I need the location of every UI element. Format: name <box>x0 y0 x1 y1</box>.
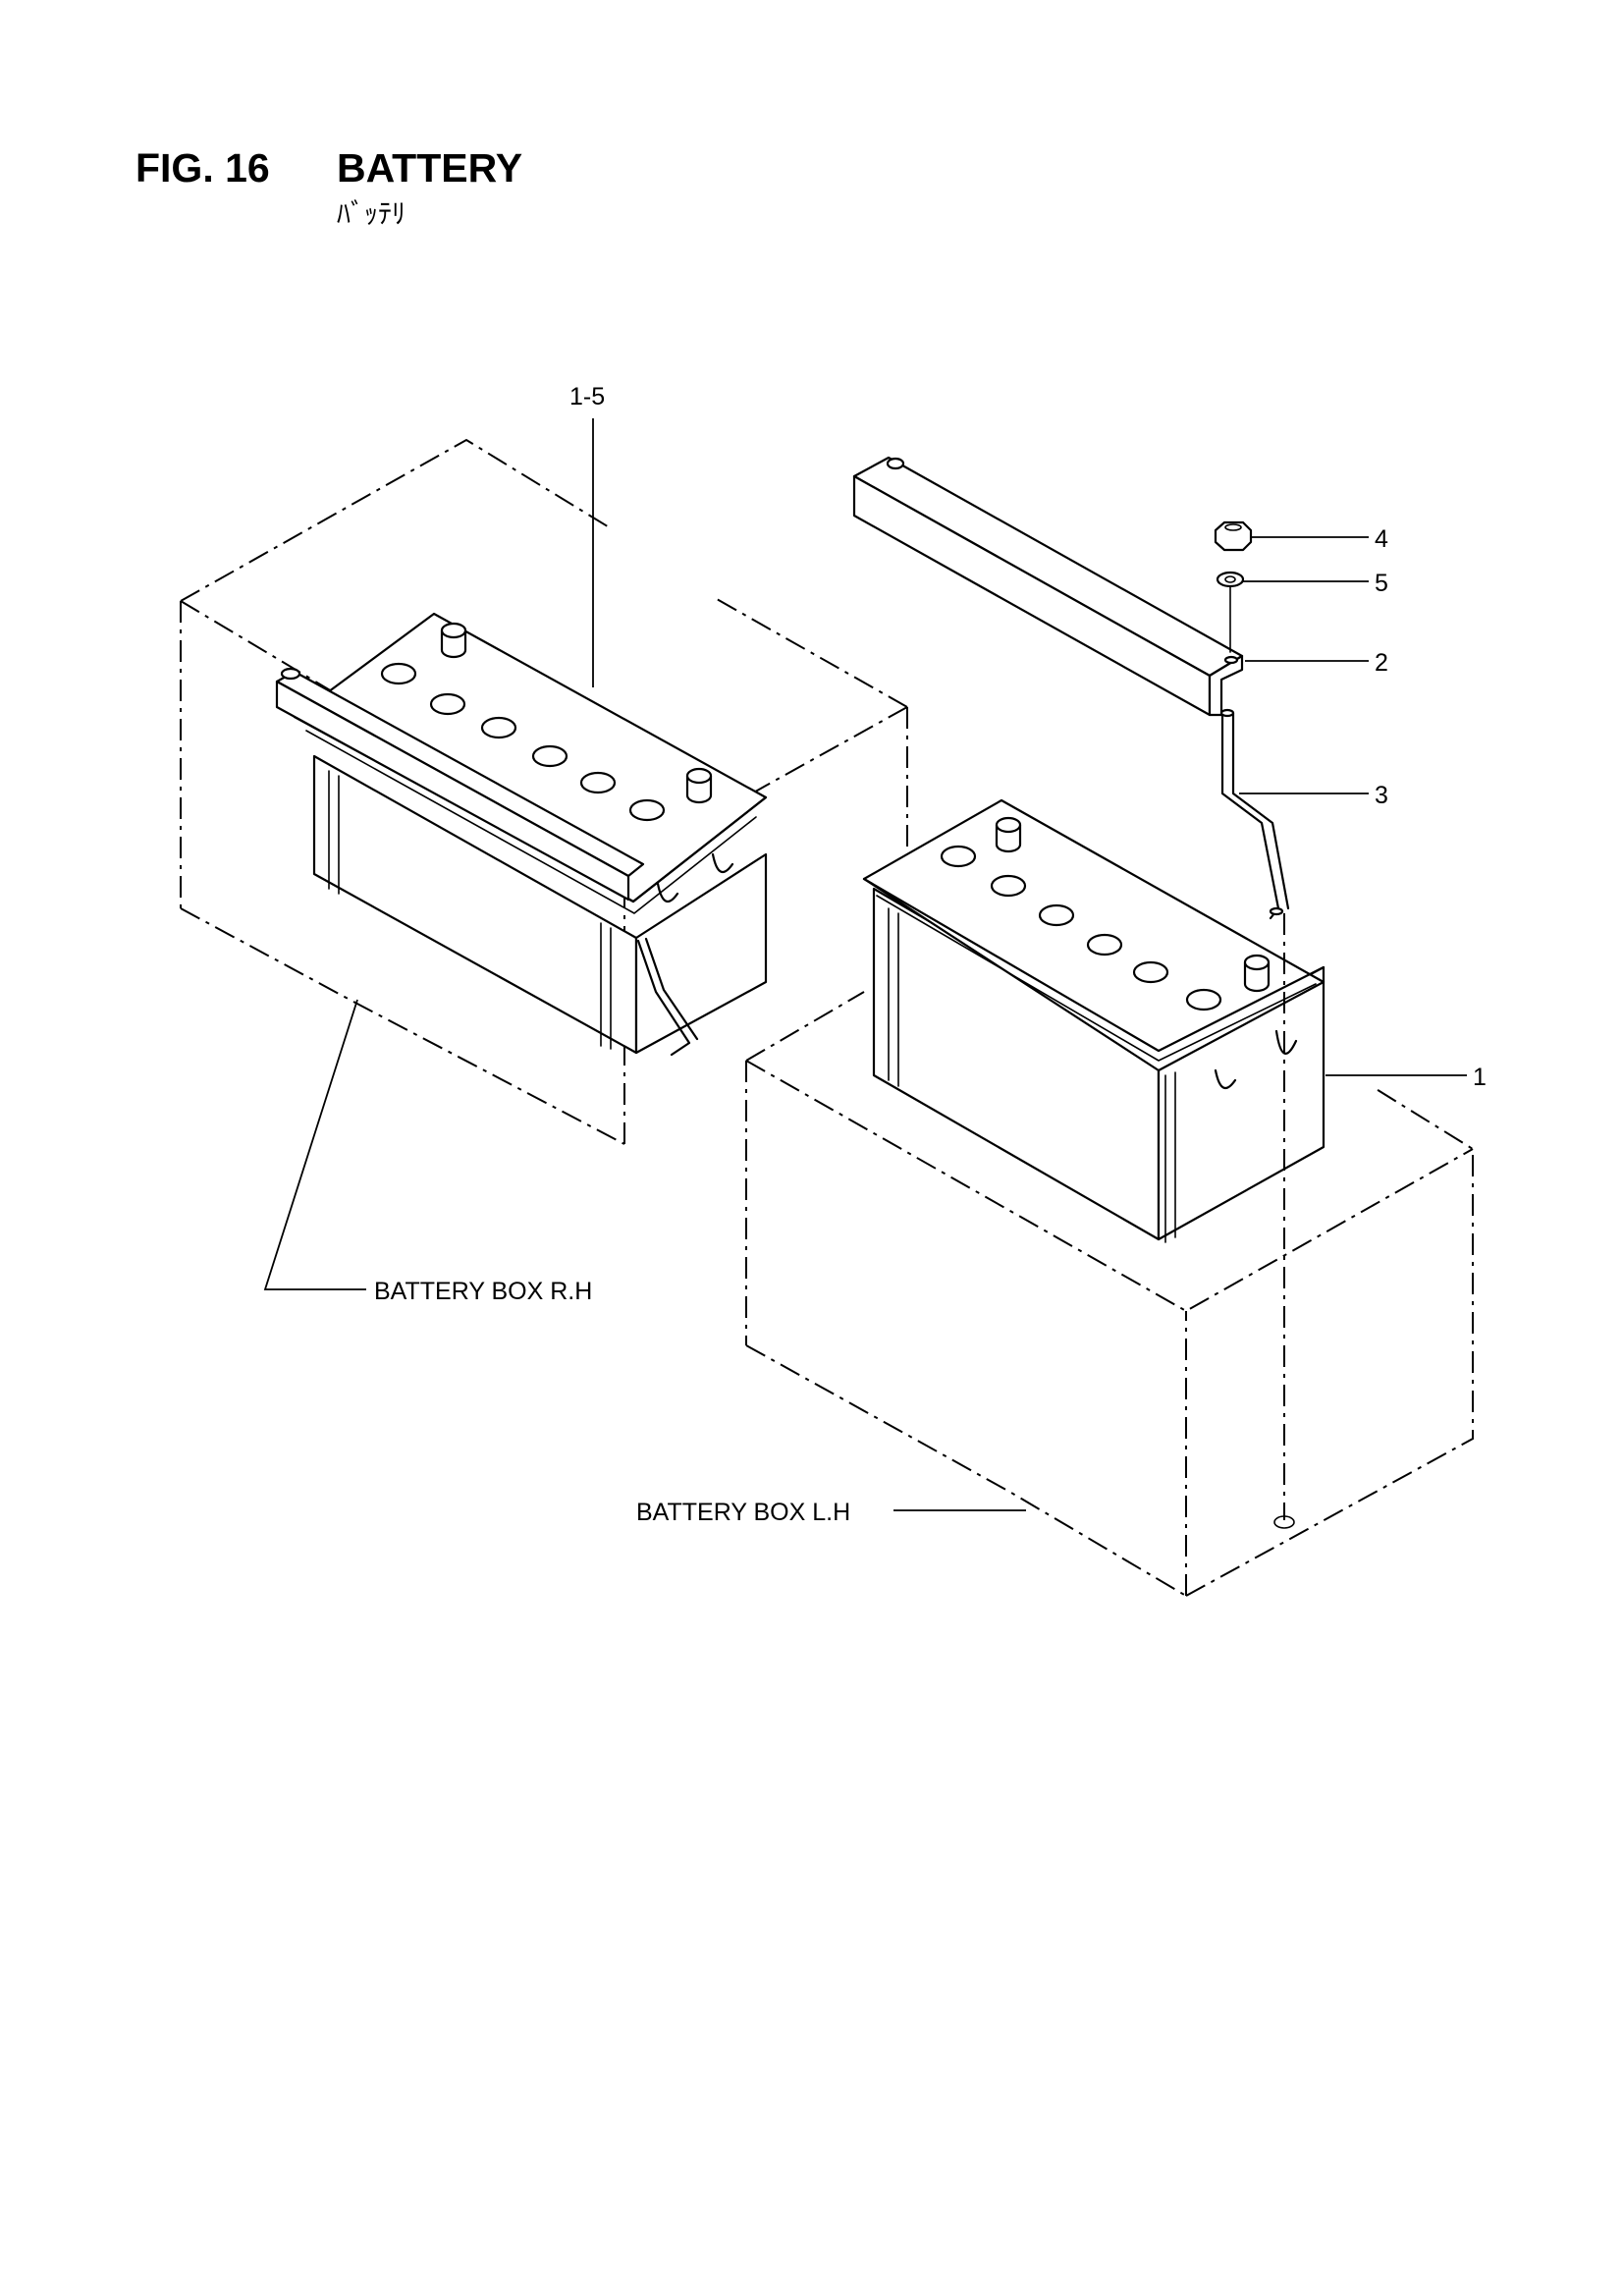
spring-washer <box>1216 571 1245 588</box>
battery-box-lh-outline <box>745 991 1474 1597</box>
battery-rh-caps <box>380 662 666 822</box>
hold-down-rod-rh <box>636 937 699 1057</box>
callout-2: 2 <box>1375 649 1388 677</box>
callout-3: 3 <box>1375 782 1388 809</box>
figure-title: BATTERY <box>337 145 523 191</box>
hold-down-bar <box>852 456 1244 717</box>
battery-lh <box>862 798 1325 1243</box>
battery-rh-terminals <box>440 622 713 804</box>
label-battery-box-rh: BATTERY BOX R.H <box>374 1278 592 1305</box>
figure-subtitle-jp: ﾊﾞｯﾃﾘ <box>337 197 406 230</box>
label-battery-box-lh: BATTERY BOX L.H <box>636 1499 850 1526</box>
leader-lines <box>263 418 1467 1511</box>
j-bolt <box>1219 708 1290 920</box>
battery-lh-caps <box>940 845 1222 1011</box>
battery-lh-terminals <box>995 816 1271 993</box>
battery-rh <box>293 612 768 1055</box>
callout-1: 1 <box>1473 1064 1487 1091</box>
callout-4: 4 <box>1375 525 1388 553</box>
box-mount-hole <box>1273 1515 1295 1529</box>
callout-5: 5 <box>1375 570 1388 597</box>
hold-down-bar-rh <box>275 667 645 902</box>
callout-1-5: 1-5 <box>569 383 605 410</box>
figure-number: FIG. 16 <box>135 145 270 191</box>
nut <box>1214 520 1253 552</box>
